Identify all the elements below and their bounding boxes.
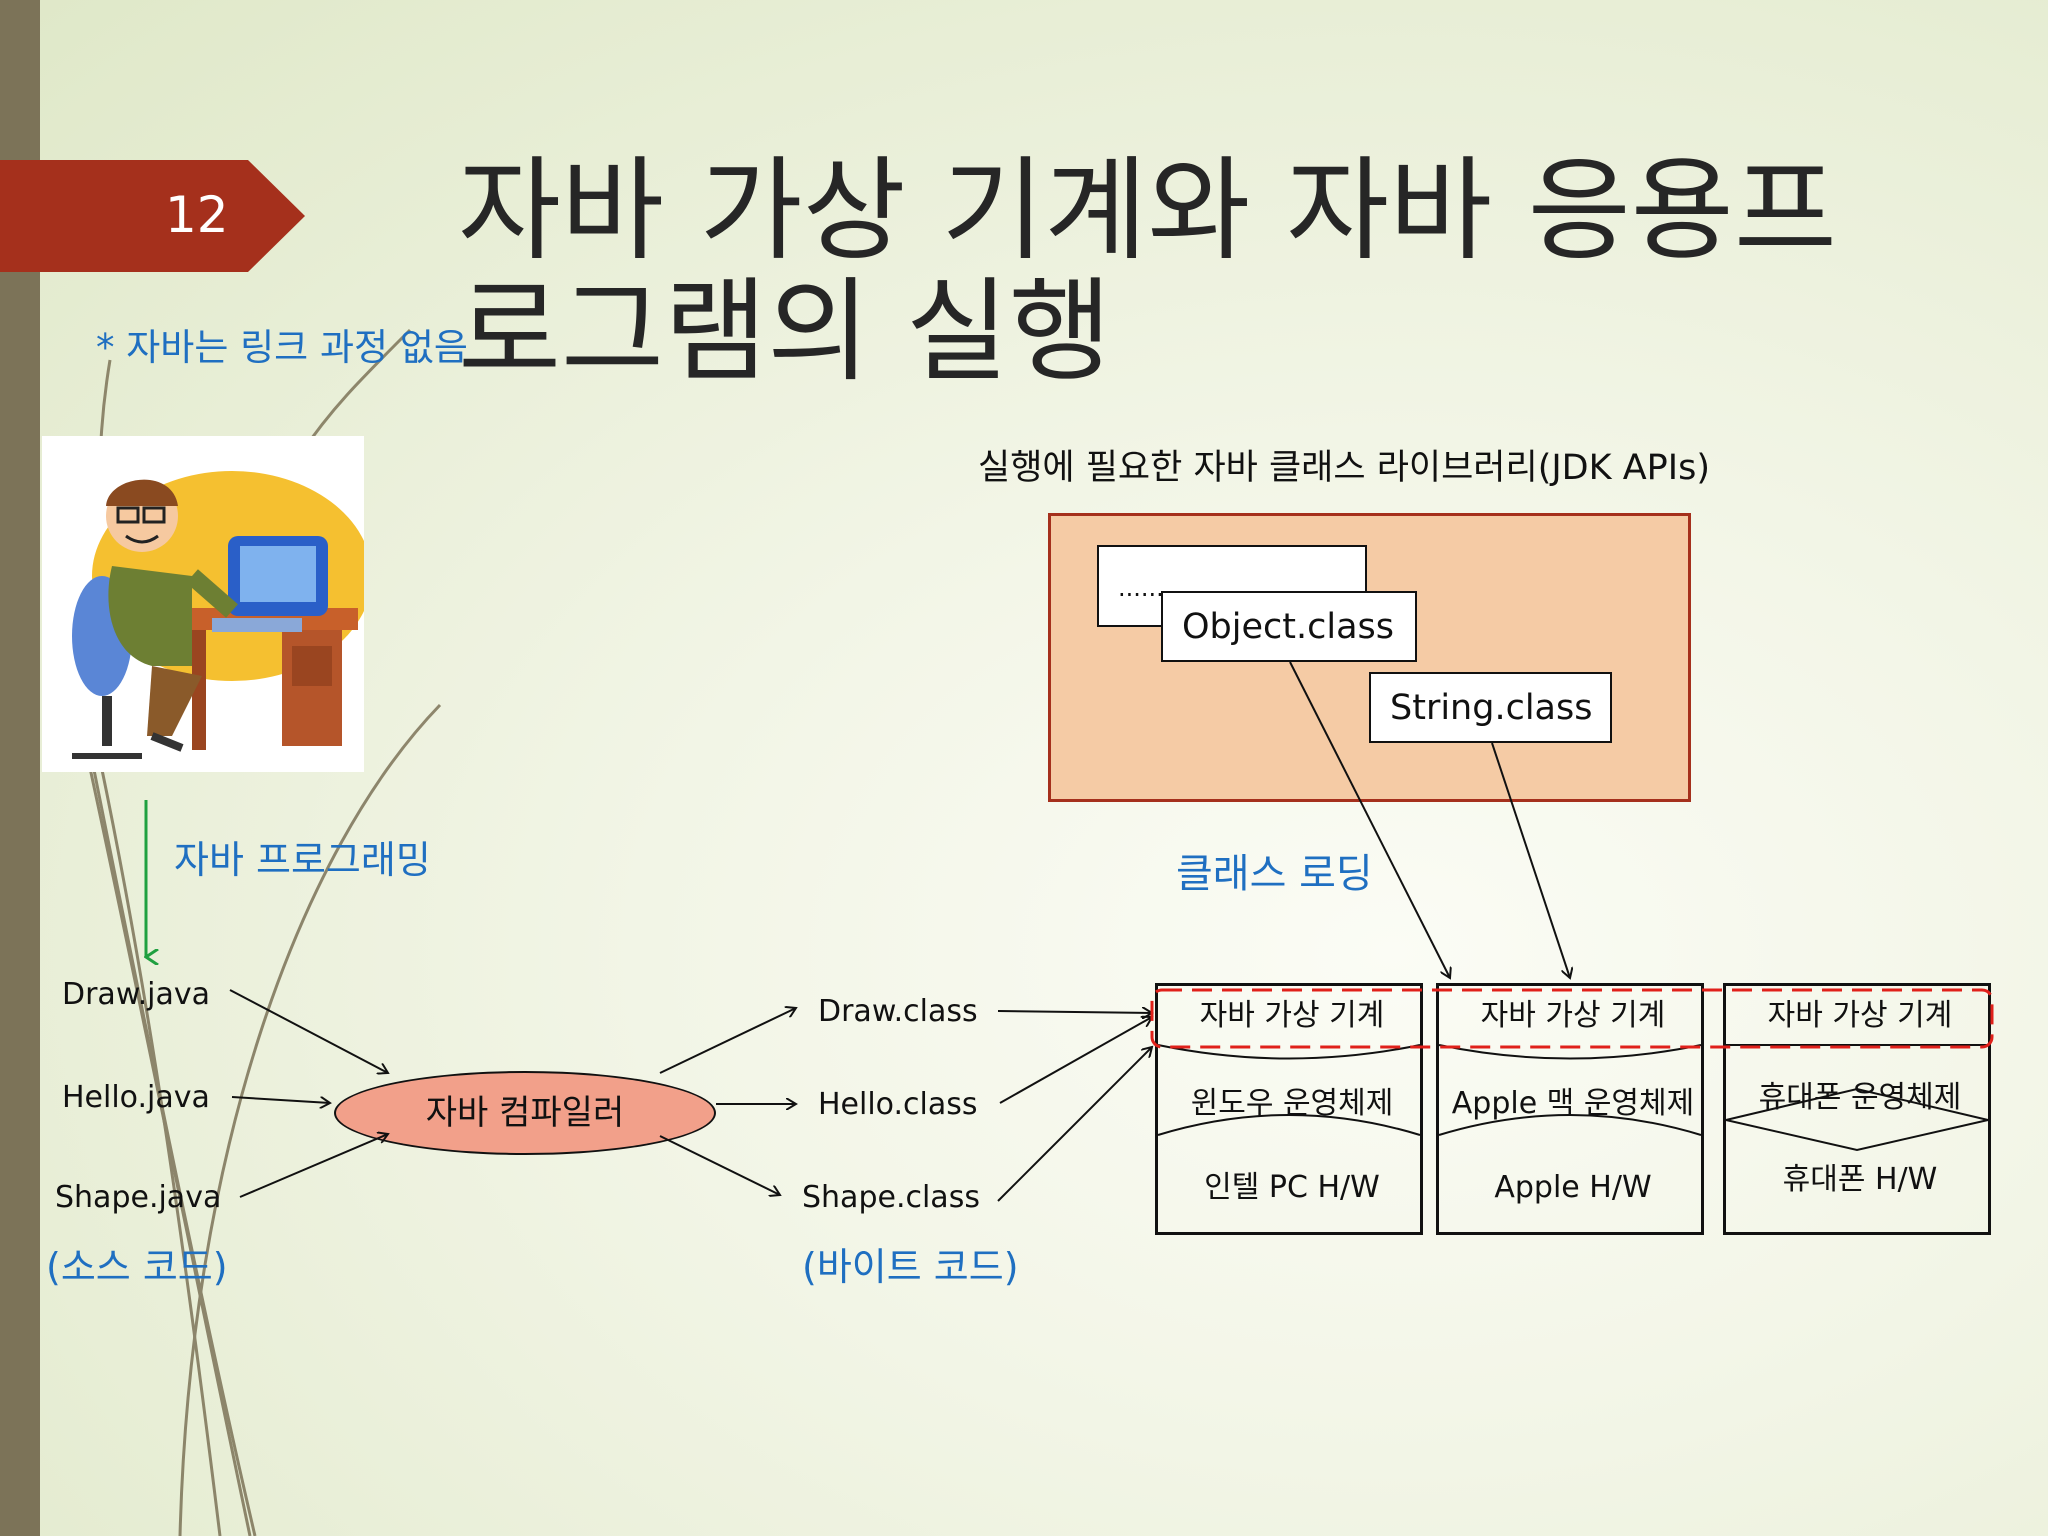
- platform-apple: 자바 가상 기계 Apple 맥 운영체제 Apple H/W: [1436, 983, 1704, 1235]
- source-code-caption: (소스 코드): [46, 1245, 228, 1289]
- slide-number: 12: [165, 186, 229, 244]
- slide-number-tab: [0, 160, 305, 272]
- object-class-label: Object.class: [1182, 607, 1394, 647]
- hw-label: 휴대폰 H/W: [1782, 1162, 1938, 1197]
- platform-mobile: 자바 가상 기계 휴대폰 운영체제 휴대폰 H/W: [1723, 983, 1991, 1235]
- class-file-draw: Draw.class: [818, 994, 978, 1029]
- slide-title-line-2: 로그램의 실행: [458, 267, 1112, 397]
- library-title: 실행에 필요한 자바 클래스 라이브러리(JDK APIs): [978, 448, 1710, 488]
- os-label: Apple 맥 운영체제: [1451, 1086, 1695, 1121]
- jvm-label: 자바 가상 기계: [1767, 998, 1953, 1033]
- java-compiler-label: 자바 컴파일러: [425, 1093, 625, 1133]
- jvm-label: 자바 가상 기계: [1199, 998, 1385, 1033]
- os-label: 휴대폰 운영체제: [1758, 1080, 1962, 1115]
- class-loading-label: 클래스 로딩: [1176, 851, 1373, 897]
- hw-label: Apple H/W: [1494, 1170, 1652, 1205]
- programming-label: 자바 프로그래밍: [174, 838, 431, 882]
- slide-title-line-1: 자바 가상 기계와 자바 응용프: [458, 146, 1837, 276]
- platform-windows: 자바 가상 기계 윈도우 운영체제 인텔 PC H/W: [1155, 983, 1423, 1235]
- source-file-draw: Draw.java: [62, 977, 210, 1012]
- programmer-clipart: [42, 436, 364, 772]
- source-file-hello: Hello.java: [62, 1080, 210, 1115]
- source-file-shape: Shape.java: [55, 1180, 222, 1215]
- java-compiler-node: [334, 1071, 716, 1155]
- no-link-note: * 자바는 링크 과정 없음: [96, 326, 468, 369]
- os-label: 윈도우 운영체제: [1190, 1086, 1394, 1121]
- class-file-hello: Hello.class: [818, 1087, 978, 1122]
- string-class-label: String.class: [1390, 688, 1593, 728]
- hw-label: 인텔 PC H/W: [1204, 1170, 1380, 1205]
- bytecode-caption: (바이트 코드): [802, 1245, 1019, 1289]
- object-class-box: [1161, 591, 1417, 662]
- jvm-label: 자바 가상 기계: [1480, 998, 1666, 1033]
- class-file-shape: Shape.class: [802, 1180, 980, 1215]
